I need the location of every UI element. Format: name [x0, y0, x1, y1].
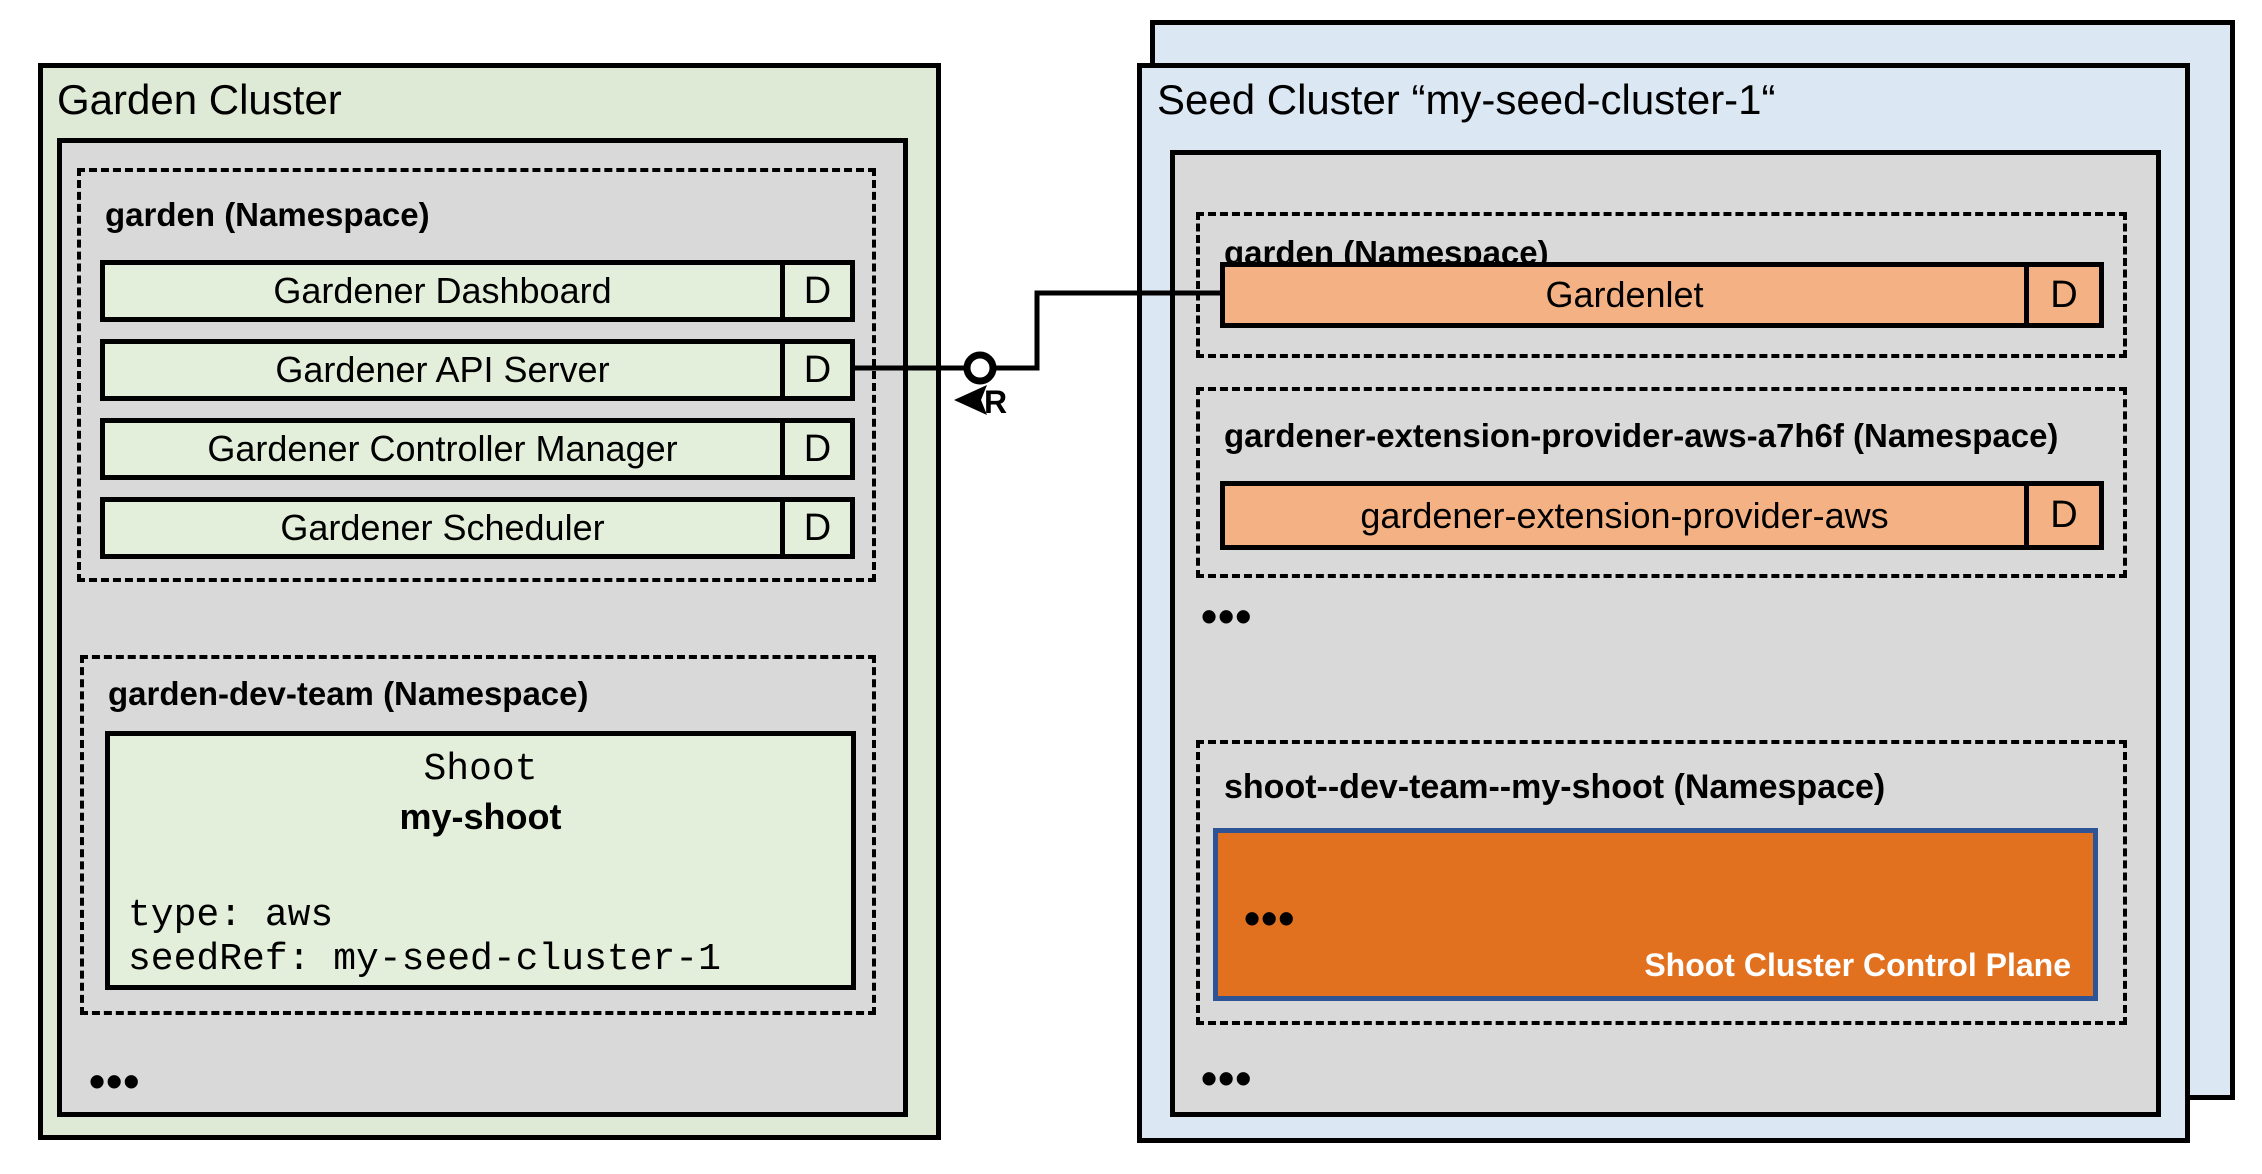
garden-cluster-box: Garden Cluster garden (Namespace) Garden… — [38, 63, 941, 1140]
shoot-cluster-control-plane-box: ••• Shoot Cluster Control Plane — [1213, 828, 2098, 1001]
component-label: Gardener API Server — [275, 349, 610, 390]
component-label: Gardener Scheduler — [280, 507, 605, 548]
daemon-badge: D — [780, 265, 850, 317]
daemon-badge: D — [780, 423, 850, 475]
shoot-spec-type: type: aws — [128, 894, 334, 937]
control-plane-label: Shoot Cluster Control Plane — [1644, 947, 2071, 983]
connector-reconcile-label: R — [984, 384, 1007, 420]
garden-dev-team-namespace-box: garden-dev-team (Namespace) Shoot my-sho… — [80, 655, 876, 1015]
watch-direction-arrow-icon — [954, 385, 987, 415]
shoot-resource-name: my-shoot — [399, 796, 562, 837]
seed-cluster-inner-panel: garden (Namespace) Gardenlet D gardener-… — [1170, 150, 2161, 1117]
shoot-namespace-box: shoot--dev-team--my-shoot (Namespace) ••… — [1196, 740, 2127, 1025]
shoot-spec-seedref: seedRef: my-seed-cluster-1 — [128, 938, 721, 981]
extension-namespace-label: gardener-extension-provider-aws-a7h6f (N… — [1224, 417, 2059, 454]
component-label: gardener-extension-provider-aws — [1360, 494, 1889, 536]
component-gardener-scheduler: Gardener Scheduler D — [100, 497, 855, 559]
garden-namespace-label: garden (Namespace) — [105, 196, 430, 233]
seed-cluster-title: Seed Cluster “my-seed-cluster-1“ — [1157, 76, 1776, 123]
component-gardener-extension-provider-aws: gardener-extension-provider-aws D — [1220, 481, 2104, 550]
component-gardener-api-server: Gardener API Server D — [100, 339, 855, 401]
more-namespaces-ellipsis: ••• — [89, 1055, 141, 1107]
seed-cluster-box: Seed Cluster “my-seed-cluster-1“ garden … — [1137, 63, 2190, 1143]
garden-cluster-inner-panel: garden (Namespace) Gardener Dashboard D … — [57, 138, 908, 1117]
interface-lollipop-circle — [963, 351, 997, 385]
daemon-badge: D — [780, 502, 850, 554]
more-seed-namespaces-ellipsis-2: ••• — [1201, 1052, 1253, 1104]
shoot-resource-box: Shoot my-shoot type: aws seedRef: my-see… — [105, 731, 856, 990]
seed-garden-namespace-box: garden (Namespace) Gardenlet D — [1196, 212, 2127, 358]
component-label: Gardener Dashboard — [273, 270, 612, 311]
component-gardener-dashboard: Gardener Dashboard D — [100, 260, 855, 322]
shoot-namespace-label: shoot--dev-team--my-shoot (Namespace) — [1224, 768, 1886, 806]
garden-dev-team-namespace-label: garden-dev-team (Namespace) — [108, 675, 589, 712]
daemon-badge: D — [2024, 267, 2099, 323]
component-label: Gardener Controller Manager — [207, 428, 678, 469]
extension-namespace-box: gardener-extension-provider-aws-a7h6f (N… — [1196, 387, 2127, 578]
daemon-badge: D — [2024, 486, 2099, 545]
more-seed-namespaces-ellipsis-1: ••• — [1201, 590, 1253, 642]
garden-namespace-box: garden (Namespace) Gardener Dashboard D … — [77, 168, 876, 582]
daemon-badge: D — [780, 344, 850, 396]
garden-cluster-title: Garden Cluster — [57, 76, 342, 123]
component-label: Gardenlet — [1545, 274, 1704, 315]
component-gardener-controller-manager: Gardener Controller Manager D — [100, 418, 855, 480]
shoot-resource-kind: Shoot — [423, 748, 538, 791]
control-plane-ellipsis: ••• — [1244, 892, 1296, 944]
component-gardenlet: Gardenlet D — [1220, 262, 2104, 328]
